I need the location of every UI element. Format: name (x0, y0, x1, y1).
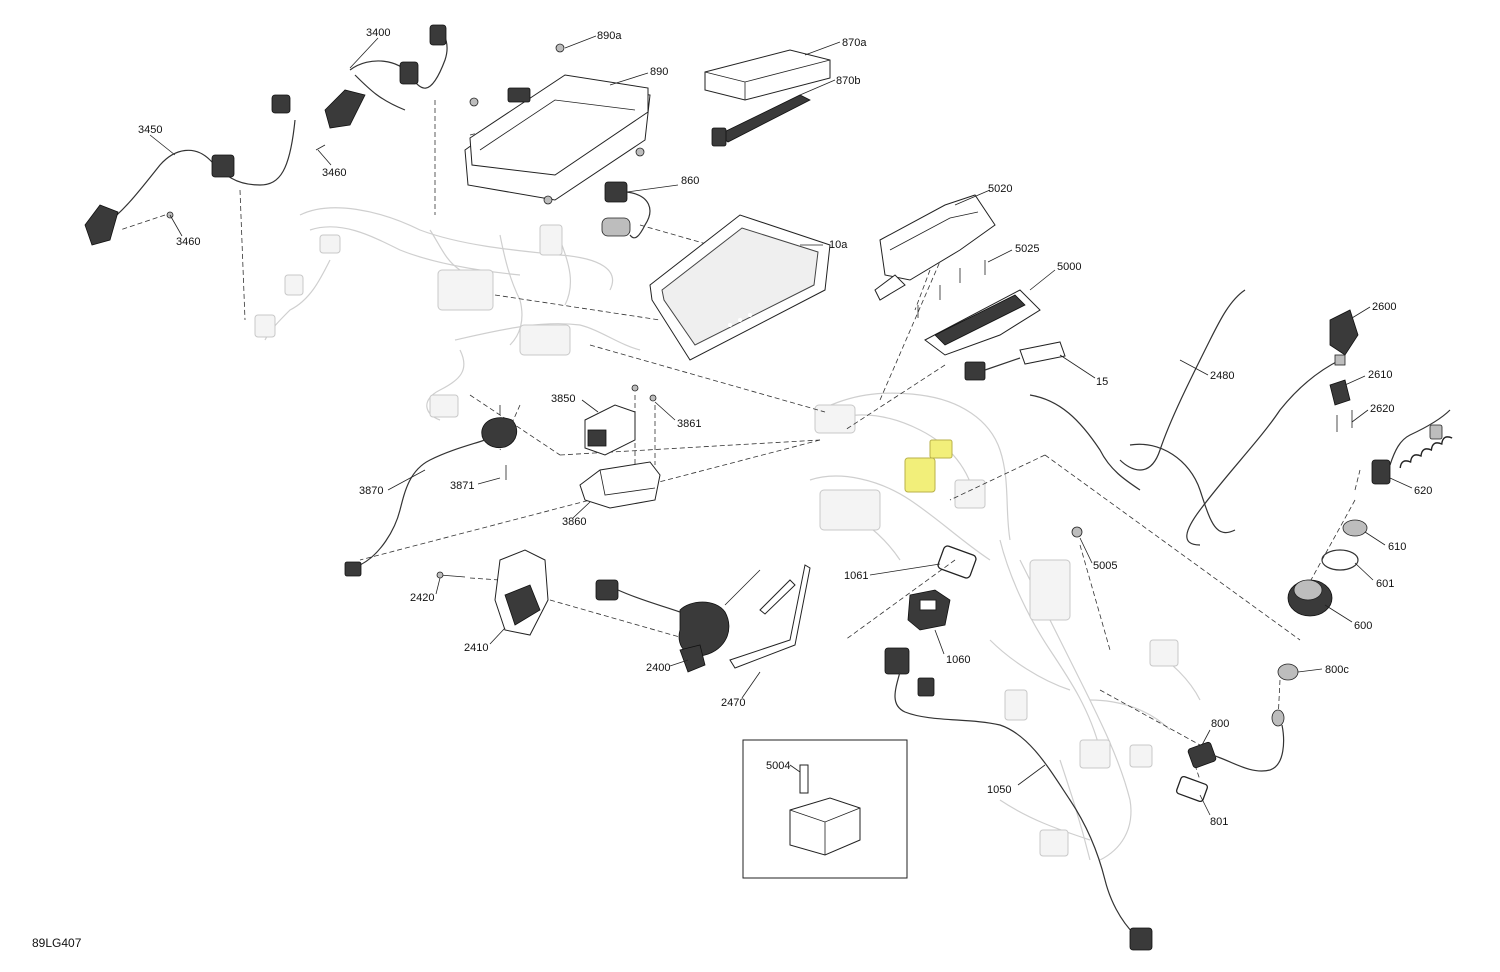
label-2410: 2410 (464, 642, 488, 654)
label-5005: 5005 (1093, 560, 1117, 572)
figure-reference: 89LG407 (32, 936, 82, 950)
part-1061-bezel (937, 545, 977, 579)
label-800c: 800c (1325, 664, 1349, 676)
label-5020: 5020 (988, 183, 1012, 195)
label-3460-top: 3460 (322, 167, 346, 179)
label-1050: 1050 (987, 784, 1011, 796)
label-601: 601 (1376, 578, 1394, 590)
label-890a: 890a (597, 30, 622, 42)
part-870b-strap (711, 94, 811, 147)
label-2470: 2470 (721, 697, 745, 709)
label-890: 890 (650, 66, 668, 78)
part-800-harness (1187, 709, 1285, 772)
label-3870: 3870 (359, 485, 383, 497)
part-2600-switch (1329, 309, 1359, 366)
part-860-connector (601, 181, 651, 239)
label-3850: 3850 (551, 393, 575, 405)
part-890-module (464, 43, 651, 205)
part-5004-pin (799, 764, 809, 794)
label-800: 800 (1211, 718, 1229, 730)
callout-labels: 3400 890a 870a 890 870b 3450 3460 3460 8… (138, 27, 1432, 828)
part-2410-cover (494, 549, 549, 636)
part-620-coil-cord (1371, 409, 1453, 485)
part-5020-cover (874, 194, 996, 301)
label-2610: 2610 (1368, 369, 1392, 381)
label-2420: 2420 (410, 592, 434, 604)
label-3450: 3450 (138, 124, 162, 136)
label-600: 600 (1354, 620, 1372, 632)
label-2480: 2480 (1210, 370, 1234, 382)
highlighted-connector (904, 457, 936, 493)
label-2400: 2400 (646, 662, 670, 674)
part-15-tag (964, 341, 1066, 381)
leader-lines (149, 35, 1413, 816)
part-601-ring (1321, 549, 1359, 571)
part-800c-cap (1277, 663, 1299, 681)
part-2470-tube (729, 564, 811, 669)
part-870a-block (704, 49, 831, 101)
part-5005-nut (1071, 526, 1083, 538)
label-860: 860 (681, 175, 699, 187)
label-2620: 2620 (1370, 403, 1394, 415)
part-3850-module (584, 404, 636, 456)
label-3861: 3861 (677, 418, 701, 430)
part-10a-display (649, 214, 831, 361)
part-3450-harness (84, 94, 326, 246)
part-1050-harness (884, 647, 1153, 951)
part-2620-screws (1336, 410, 1353, 432)
label-5004: 5004 (766, 760, 790, 772)
label-870b: 870b (836, 75, 860, 87)
label-3871: 3871 (450, 480, 474, 492)
label-5025: 5025 (1015, 243, 1039, 255)
label-620: 620 (1414, 485, 1432, 497)
part-2610-bracket (1329, 379, 1351, 406)
label-3460-bottom: 3460 (176, 236, 200, 248)
label-610: 610 (1388, 541, 1406, 553)
part-610-nut (1342, 519, 1368, 537)
part-5000-module (924, 289, 1041, 356)
part-5025-screws (917, 260, 986, 318)
part-2480-harness (1029, 289, 1341, 546)
part-600-key-switch (1287, 579, 1333, 617)
label-2600: 2600 (1372, 301, 1396, 313)
part-2400-switch-assembly (595, 569, 761, 673)
label-15: 15 (1096, 376, 1108, 388)
inset-detail-box (742, 739, 908, 879)
part-801-gasket (1175, 775, 1209, 803)
label-3860: 3860 (562, 516, 586, 528)
label-801: 801 (1210, 816, 1228, 828)
part-3861-screws (631, 384, 657, 402)
label-1060: 1060 (946, 654, 970, 666)
part-1060-switch (907, 589, 951, 631)
label-10a: 10a (829, 239, 848, 251)
part-3870-sensor (344, 405, 518, 577)
label-5000: 5000 (1057, 261, 1081, 273)
label-870a: 870a (842, 37, 867, 49)
label-1061: 1061 (844, 570, 868, 582)
part-3400-harness (324, 24, 448, 129)
part-3860-bracket (579, 461, 661, 509)
label-3400: 3400 (366, 27, 390, 39)
part-2420-screw (436, 571, 466, 579)
